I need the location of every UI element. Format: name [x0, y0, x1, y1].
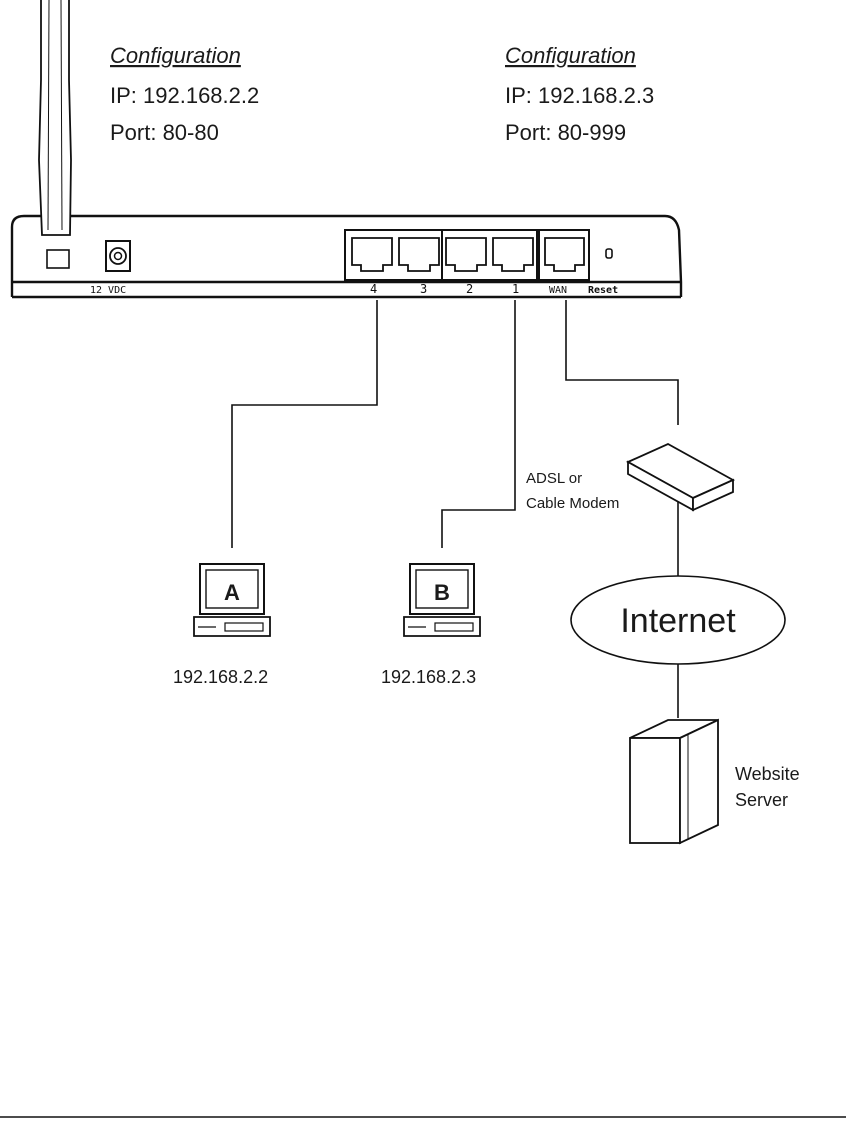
- config-left-port: Port: 80-80: [110, 120, 219, 145]
- modem-label-line1: ADSL or: [526, 470, 582, 487]
- antenna-icon: [39, 0, 71, 268]
- config-left: Configuration IP: 192.168.2.2 Port: 80-8…: [110, 43, 259, 145]
- config-right-port: Port: 80-999: [505, 120, 626, 145]
- computer-b-letter: B: [434, 580, 450, 605]
- config-left-ip: IP: 192.168.2.2: [110, 83, 259, 108]
- config-right: Configuration IP: 192.168.2.3 Port: 80-9…: [505, 43, 654, 145]
- config-left-heading: Configuration: [110, 43, 241, 68]
- wan-label: WAN: [549, 285, 567, 296]
- lan-port-1-label: 1: [512, 282, 519, 296]
- server-icon: [630, 720, 718, 843]
- cable-port1-to-computer-b: [442, 300, 515, 548]
- lan-port-2-label: 2: [466, 282, 473, 296]
- config-right-heading: Configuration: [505, 43, 636, 68]
- reset-button-icon: [606, 249, 612, 258]
- lan-port-3-label: 3: [420, 282, 427, 296]
- cable-port4-to-computer-a: [232, 300, 377, 548]
- computer-a-ip: 192.168.2.2: [173, 667, 268, 687]
- lan-port-4-label: 4: [370, 282, 377, 296]
- router: 12 VDC 4 3 2 1 WAN Reset: [12, 216, 681, 297]
- power-jack-icon: [106, 241, 130, 271]
- server-label-line1: Website: [735, 764, 800, 784]
- modem-icon: [628, 444, 733, 510]
- modem-label-line2: Cable Modem: [526, 495, 619, 512]
- server-label-line2: Server: [735, 790, 788, 810]
- power-label: 12 VDC: [90, 285, 126, 296]
- reset-label: Reset: [588, 285, 618, 296]
- internet-label: Internet: [620, 602, 736, 640]
- config-right-ip: IP: 192.168.2.3: [505, 83, 654, 108]
- computer-a-letter: A: [224, 580, 240, 605]
- computer-b-ip: 192.168.2.3: [381, 667, 476, 687]
- cable-wan-to-modem: [566, 300, 678, 425]
